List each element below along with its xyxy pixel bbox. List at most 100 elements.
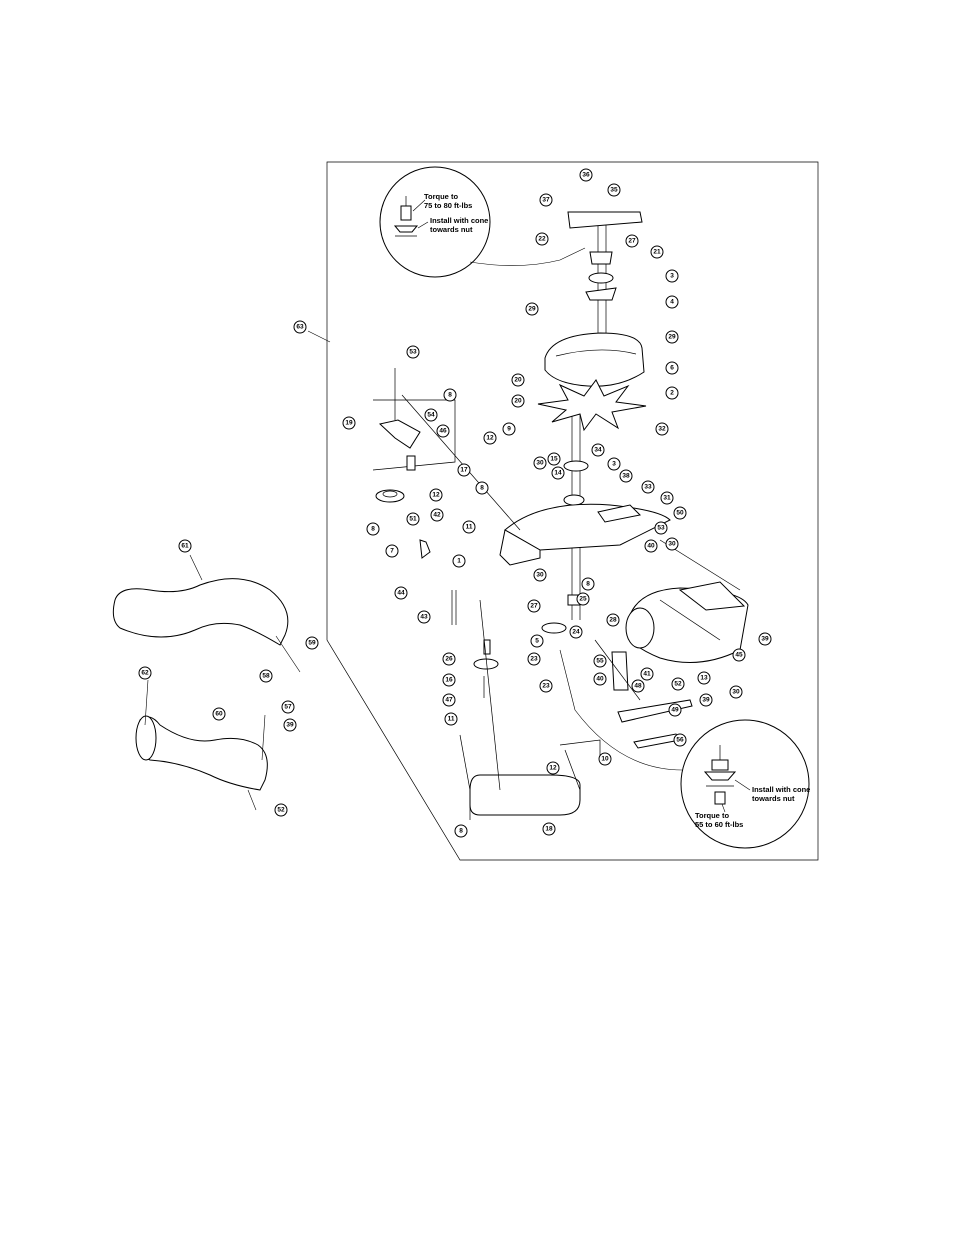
callout-56: 56 [673, 733, 687, 747]
callout-number: 58 [262, 673, 270, 680]
note-top-install: Install with cone towards nut [430, 216, 490, 234]
callout-bubble [406, 512, 420, 526]
callout-30: 30 [729, 685, 743, 699]
callout-number: 21 [653, 249, 661, 256]
callout-number: 27 [628, 238, 636, 245]
callout-number: 2 [670, 390, 674, 397]
callout-52: 52 [671, 677, 685, 691]
callout-12: 12 [429, 488, 443, 502]
hose-61 [112, 554, 301, 673]
callout-6: 6 [665, 361, 679, 375]
callout-39: 39 [699, 693, 713, 707]
callout-number: 8 [480, 485, 484, 492]
callout-bubble [598, 752, 612, 766]
callout-bubble [436, 424, 450, 438]
callout-20: 20 [511, 373, 525, 387]
callout-32: 32 [655, 422, 669, 436]
callout-12: 12 [483, 431, 497, 445]
callout-bubble [442, 652, 456, 666]
callout-number: 45 [735, 652, 743, 659]
callout-36: 36 [579, 168, 593, 182]
callout-bubble [671, 677, 685, 691]
callout-35: 35 [607, 183, 621, 197]
discharge-chute-assembly [594, 539, 749, 749]
callout-bubble [417, 610, 431, 624]
callout-3: 3 [607, 457, 621, 471]
callout-number: 33 [644, 484, 652, 491]
note-top-install-line2: towards nut [430, 225, 473, 234]
callout-30: 30 [533, 456, 547, 470]
callout-number: 59 [308, 640, 316, 647]
callout-number: 39 [702, 697, 710, 704]
callout-55: 55 [593, 654, 607, 668]
callout-number: 17 [460, 467, 468, 474]
callout-bubble [644, 539, 658, 553]
callout-bubble [607, 183, 621, 197]
callout-29: 29 [525, 302, 539, 316]
callout-39: 39 [283, 718, 297, 732]
callout-bubble [699, 693, 713, 707]
callout-bubble [530, 634, 544, 648]
callout-number: 11 [466, 524, 473, 531]
callout-60: 60 [212, 707, 226, 721]
callout-bubble [442, 693, 456, 707]
callout-19: 19 [342, 416, 356, 430]
callout-bubble [533, 568, 547, 582]
callout-bubble [625, 234, 639, 248]
callout-number: 57 [284, 704, 292, 711]
callout-number: 19 [345, 420, 353, 427]
callout-26: 26 [442, 652, 456, 666]
callout-bubble [665, 361, 679, 375]
callout-14: 14 [551, 466, 565, 480]
callout-bubble [394, 586, 408, 600]
callout-49: 49 [668, 703, 682, 717]
impeller-2 [537, 379, 647, 432]
callout-bubble [342, 416, 356, 430]
callout-bubble [665, 386, 679, 400]
callout-number: 51 [409, 516, 417, 523]
callout-bubble [212, 707, 226, 721]
callout-5: 5 [530, 634, 544, 648]
callout-8: 8 [454, 824, 468, 838]
callout-62: 62 [138, 666, 152, 680]
callout-bubble [424, 408, 438, 422]
callout-number: 47 [445, 697, 453, 704]
callout-54: 54 [424, 408, 438, 422]
callout-bubble [593, 654, 607, 668]
top-plate-35 [567, 211, 643, 229]
callout-number: 27 [530, 603, 538, 610]
callout-58: 58 [259, 669, 273, 683]
callout-bubble [758, 632, 772, 646]
note-top-install-line1: Install with cone [430, 216, 488, 225]
callout-11: 11 [444, 712, 458, 726]
callout-22: 22 [535, 232, 549, 246]
center-shaft-assembly [499, 211, 671, 634]
callout-21: 21 [650, 245, 664, 259]
callout-number: 34 [594, 447, 602, 454]
callout-20: 20 [511, 394, 525, 408]
note-bottom-install: Install with cone towards nut [752, 785, 812, 803]
callout-number: 3 [670, 273, 674, 280]
callout-number: 35 [610, 187, 618, 194]
callout-61: 61 [178, 539, 192, 553]
callout-number: 37 [542, 197, 550, 204]
callout-bubble [527, 599, 541, 613]
callout-bubble [457, 463, 471, 477]
callout-53: 53 [654, 521, 668, 535]
callout-bubble [579, 168, 593, 182]
callout-number: 8 [371, 526, 375, 533]
callout-24: 24 [569, 625, 583, 639]
callout-number: 20 [514, 398, 522, 405]
callout-number: 6 [670, 365, 674, 372]
callout-bubble [533, 456, 547, 470]
callout-number: 40 [647, 543, 655, 550]
callout-bubble [593, 672, 607, 686]
callout-bubble [138, 666, 152, 680]
callout-bubble [665, 537, 679, 551]
callout-number: 41 [643, 671, 651, 678]
callout-bubble [640, 667, 654, 681]
detail-circle-bottom: Install with cone towards nut Torque to … [559, 649, 812, 849]
callout-number: 5 [535, 638, 539, 645]
callout-number: 18 [545, 826, 553, 833]
callout-10: 10 [598, 752, 612, 766]
